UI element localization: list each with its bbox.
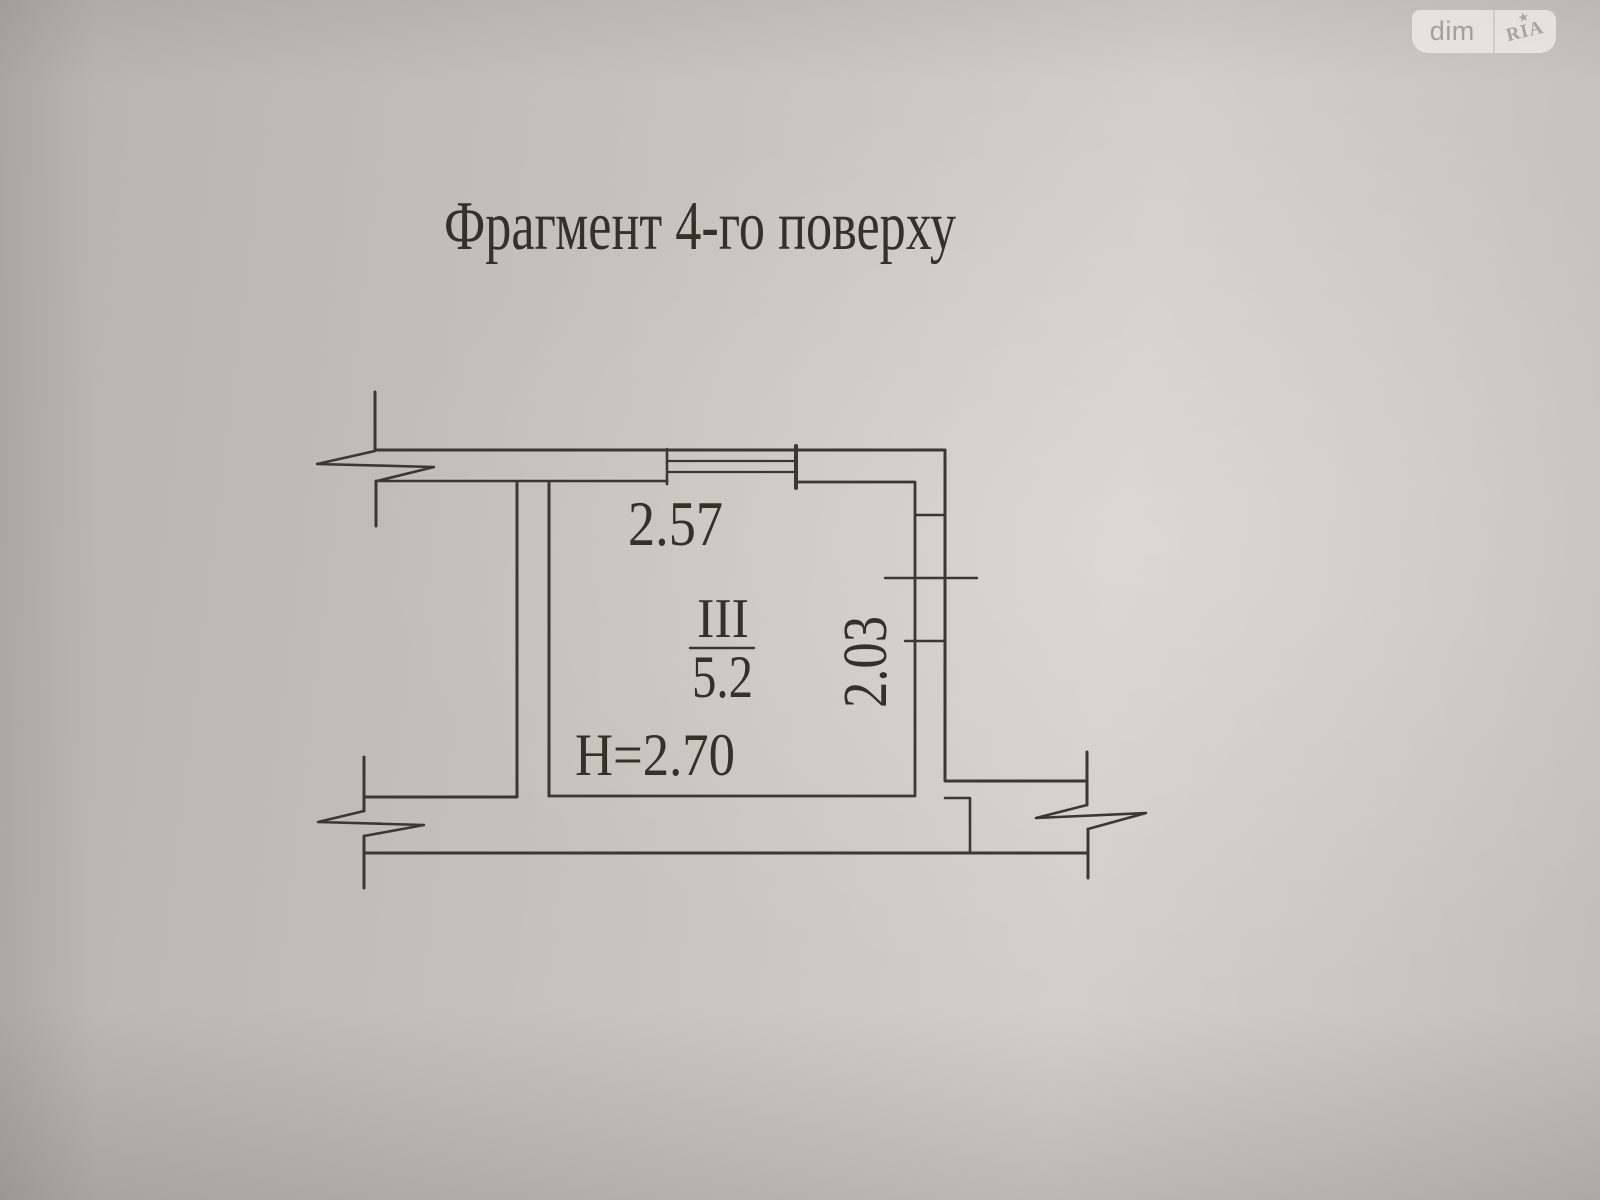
room-area-label: 5.2 [692, 644, 753, 710]
room-number-label: III [697, 588, 749, 650]
ceiling-height-label: Н=2.70 [575, 722, 735, 788]
wall-break-top-left [315, 449, 436, 483]
wall-step-bottom-right [943, 796, 972, 854]
watermark-divider [1492, 10, 1495, 53]
floor-plan-title: Фрагмент 4-го поверху [444, 188, 956, 265]
dimension-right-height: 2.03 [832, 616, 900, 708]
wall-break-bottom-left [316, 809, 426, 838]
watermark-badge: dim ★ RIA [1412, 10, 1556, 53]
dimension-top-width: 2.57 [628, 488, 723, 559]
partition-wall-left-face [363, 480, 519, 799]
window-pane-lines [665, 459, 798, 474]
watermark-dim-label: dim [1429, 16, 1475, 46]
wall-inner-contour [547, 480, 917, 798]
wall-outer-contour [373, 448, 1089, 783]
wall-break-bottom-right [1034, 803, 1148, 831]
